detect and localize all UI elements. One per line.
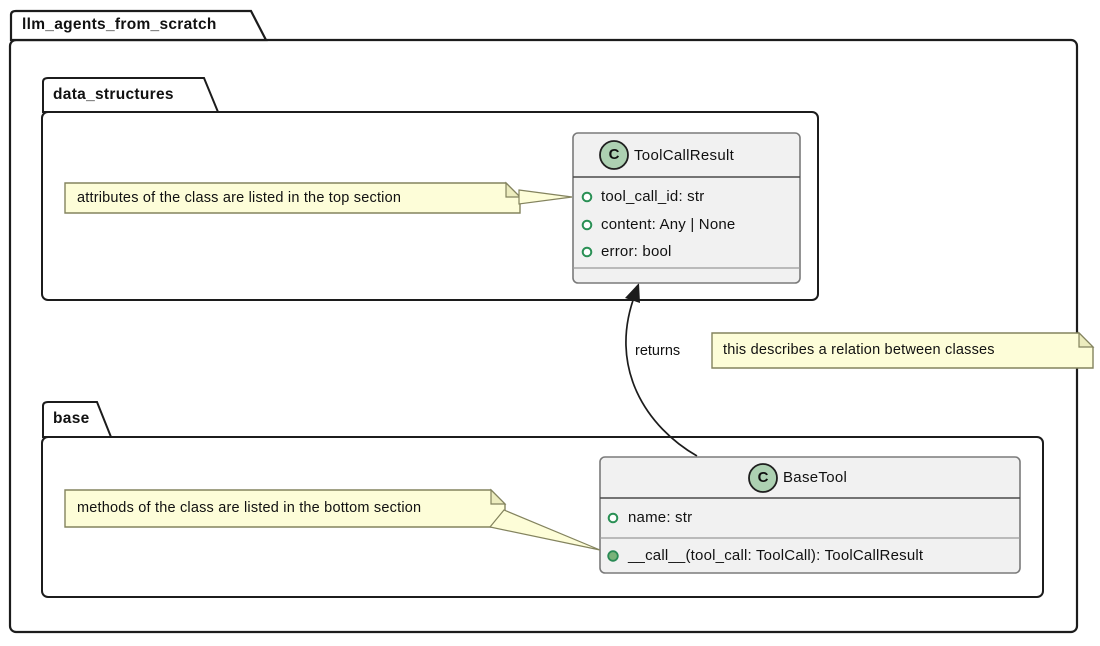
attribute-row: name: str (628, 509, 693, 526)
note-fold-icon (490, 488, 507, 505)
public-field-icon (581, 246, 593, 258)
public-field-icon (607, 512, 619, 524)
class-basetool-badge: C (757, 469, 769, 486)
note-attributes-box (64, 182, 521, 214)
package-data-structures-tab (42, 77, 220, 113)
public-field-icon (581, 191, 593, 203)
package-data-structures-label: data_structures (53, 86, 174, 103)
note-fold-icon (1078, 331, 1095, 348)
method-row: __call__(tool_call: ToolCall): ToolCallR… (628, 547, 924, 564)
note-relation-text: this describes a relation between classe… (723, 342, 995, 358)
attribute-row: tool_call_id: str (601, 188, 705, 205)
relation-label: returns (635, 343, 681, 359)
public-field-icon (581, 219, 593, 231)
class-toolcallresult-badge: C (608, 146, 620, 163)
returns-arrowhead-icon (625, 283, 640, 303)
note-attributes-pointer (518, 189, 573, 205)
package-base-tab (42, 401, 113, 438)
package-root-tab (9, 9, 268, 42)
returns-arrow (625, 291, 698, 457)
attribute-row: content: Any | None (601, 216, 736, 233)
package-base-label: base (53, 410, 90, 427)
attribute-row: error: bool (601, 243, 672, 260)
class-basetool-box (599, 456, 1021, 574)
note-methods-pointer (488, 509, 601, 551)
public-method-icon (607, 550, 619, 562)
class-badge-circle-icon (599, 140, 629, 170)
class-badge-circle-icon (748, 463, 778, 493)
class-toolcallresult-box (572, 132, 801, 284)
note-attributes-text: attributes of the class are listed in th… (77, 190, 402, 206)
class-toolcallresult-name: ToolCallResult (634, 147, 735, 164)
package-root-label: llm_agents_from_scratch (22, 16, 217, 33)
note-relation-box (711, 332, 1094, 369)
class-basetool-name: BaseTool (783, 469, 848, 486)
note-fold-icon (505, 181, 522, 198)
note-methods-text: methods of the class are listed in the b… (77, 500, 422, 516)
